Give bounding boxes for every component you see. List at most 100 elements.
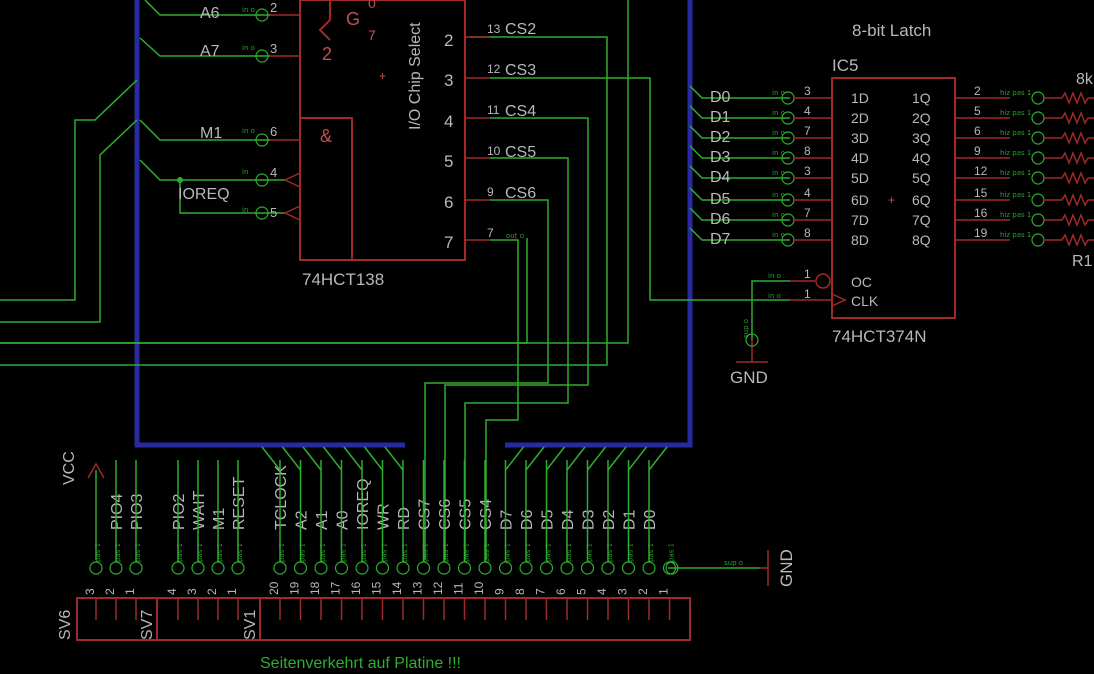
svg-text:pas 1: pas 1 <box>463 543 471 562</box>
svg-text:pas 1: pas 1 <box>586 543 594 562</box>
svg-text:in o: in o <box>772 109 785 117</box>
svg-text:8: 8 <box>513 588 527 595</box>
sv7-label: SV7 <box>139 610 156 640</box>
board-note: Seitenverkehrt auf Platine !!! <box>260 655 461 672</box>
svg-text:sup o: sup o <box>724 559 743 567</box>
connector-bodies <box>76 597 691 641</box>
net-d6: D6 <box>710 211 731 228</box>
latch-input-0: 1D <box>851 90 869 106</box>
svg-text:2: 2 <box>444 31 453 50</box>
latch-output-2: 3Q <box>912 130 931 146</box>
svg-text:pas 1: pas 1 <box>176 543 184 562</box>
svg-text:hiz pas 1: hiz pas 1 <box>1000 231 1031 239</box>
latch-input-4: 5D <box>851 170 869 186</box>
svg-text:7: 7 <box>487 226 494 240</box>
latch-input-1: 2D <box>851 110 869 126</box>
svg-text:hiz pas 1: hiz pas 1 <box>1000 89 1031 97</box>
svg-text:hiz pas 1: hiz pas 1 <box>1000 211 1031 219</box>
svg-text:in: in <box>242 206 248 214</box>
decoder-outputs: 2 3 4 5 6 7 13 12 11 10 9 7 CS2 CS3 CS4 … <box>444 21 536 252</box>
decoder-input-wires <box>139 0 285 214</box>
connector-net-pio2: PIO2 <box>171 493 188 530</box>
pin-3: 3 <box>270 41 277 56</box>
pin-6: 6 <box>270 124 277 139</box>
svg-text:pas 1: pas 1 <box>483 543 491 562</box>
svg-text:6: 6 <box>554 588 568 595</box>
svg-text:15: 15 <box>370 581 384 595</box>
svg-text:15: 15 <box>974 186 988 200</box>
connector-net-rd: RD <box>396 507 413 530</box>
decoder-function-label: I/O Chip Select <box>407 22 424 130</box>
svg-text:pas 1: pas 1 <box>319 543 327 562</box>
svg-text:3: 3 <box>444 71 453 90</box>
svg-text:10: 10 <box>487 144 501 158</box>
decoder-74hct138[interactable] <box>270 0 490 261</box>
svg-text:in o: in o <box>772 129 785 137</box>
svg-text:pas 1: pas 1 <box>114 543 122 562</box>
svg-text:20: 20 <box>267 581 281 595</box>
svg-text:in o: in o <box>772 211 785 219</box>
svg-text:hiz pas 1: hiz pas 1 <box>1000 129 1031 137</box>
svg-text:12: 12 <box>487 62 501 76</box>
connector-net-cs4: CS4 <box>478 499 495 530</box>
net-d7: D7 <box>710 231 731 248</box>
svg-text:pas 1: pas 1 <box>627 543 635 562</box>
decoder-gate-sub: 0 <box>368 0 376 11</box>
svg-text:2: 2 <box>636 588 650 595</box>
cs-wires <box>0 0 790 560</box>
svg-text:7: 7 <box>534 588 548 595</box>
decoder-gate-sub2: 7 <box>368 27 376 43</box>
connector-net-cs7: CS7 <box>417 499 434 530</box>
svg-text:9: 9 <box>493 588 507 595</box>
svg-text:2: 2 <box>103 588 117 595</box>
svg-text:in o: in o <box>242 6 255 14</box>
connector-net-cs5: CS5 <box>458 499 475 530</box>
svg-text:9: 9 <box>974 144 981 158</box>
svg-text:6: 6 <box>974 124 981 138</box>
svg-text:+: + <box>379 69 386 83</box>
gnd-latch: sup o <box>736 280 790 363</box>
net-d2: D2 <box>710 129 731 146</box>
connector-net-a0: A0 <box>335 510 352 530</box>
gnd-connector-label: GND <box>777 549 796 587</box>
svg-text:pas 1: pas 1 <box>442 543 450 562</box>
connector-net-d1: D1 <box>622 509 639 530</box>
svg-text:3: 3 <box>804 164 811 178</box>
connector-net-cs6: CS6 <box>437 499 454 530</box>
net-d0: D0 <box>710 89 731 106</box>
svg-text:in o: in o <box>242 44 255 52</box>
svg-text:in o: in o <box>768 272 781 280</box>
connector-net-m1: M1 <box>211 508 228 530</box>
connector-net-reset: RESET <box>231 476 248 530</box>
latch-name: 74HCT374N <box>832 327 927 346</box>
svg-text:2: 2 <box>974 84 981 98</box>
svg-text:3: 3 <box>83 588 97 595</box>
svg-text:11: 11 <box>487 103 500 117</box>
svg-text:pas 1: pas 1 <box>278 543 286 562</box>
decoder-name: 74HCT138 <box>302 270 384 289</box>
latch-74hct374n[interactable] <box>790 77 1010 319</box>
latch-input-7: 8D <box>851 232 869 248</box>
net-cs6: CS6 <box>505 185 536 202</box>
connector-net-d7: D7 <box>499 509 516 530</box>
svg-text:7: 7 <box>804 206 811 220</box>
gnd-connector: sup o <box>665 550 769 586</box>
net-d4: D4 <box>710 169 731 186</box>
svg-text:pas 1: pas 1 <box>504 543 512 562</box>
svg-text:in: in <box>242 168 248 176</box>
svg-text:4: 4 <box>165 588 179 595</box>
connector-net-d2: D2 <box>601 509 618 530</box>
connector-net-d5: D5 <box>540 509 557 530</box>
svg-text:2: 2 <box>205 588 219 595</box>
svg-text:1: 1 <box>804 287 811 301</box>
svg-text:4: 4 <box>595 588 609 595</box>
latch-oc: OC <box>851 274 872 290</box>
connector-net-a1: A1 <box>314 510 331 530</box>
svg-text:13: 13 <box>487 22 501 36</box>
svg-text:pas 1: pas 1 <box>524 543 532 562</box>
svg-text:4: 4 <box>804 186 811 200</box>
svg-text:out o: out o <box>506 232 524 240</box>
svg-text:2: 2 <box>322 44 332 64</box>
